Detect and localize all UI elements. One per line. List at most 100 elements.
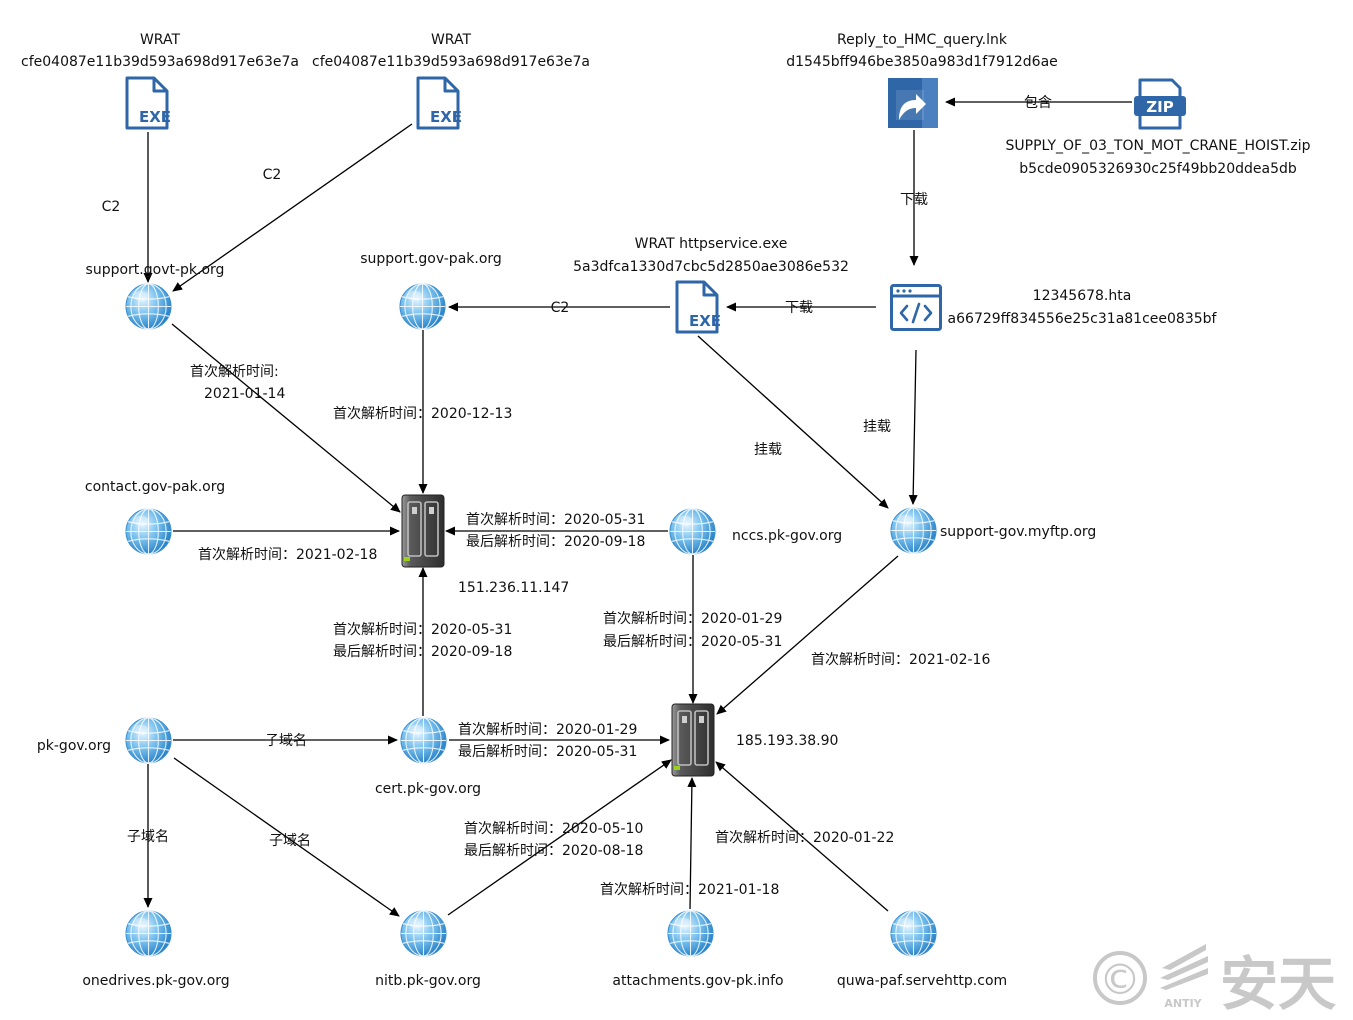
node-lnk-hash: d1545bff946be3850a983d1f7912d6ae bbox=[786, 54, 1058, 70]
node-lnk[interactable]: Reply_to_HMC_query.lnk d1545bff946be3850… bbox=[786, 32, 1058, 128]
globe-icon bbox=[890, 910, 937, 957]
node-attachments[interactable]: attachments.gov-pk.info bbox=[612, 910, 784, 989]
edge-label-zip-contains: 包含 bbox=[1024, 95, 1052, 111]
edge-label-hta-download: 下载 bbox=[785, 300, 813, 316]
edge-attachments-to-ip2 bbox=[687, 777, 697, 910]
edge-label-cert-ip1-last: 最后解析时间：2020-09-18 bbox=[333, 644, 512, 660]
node-httpservice[interactable]: WRAT httpservice.exe 5a3dfca1330d7cbc5d2… bbox=[573, 236, 849, 334]
edge-label-nccs-ip1-first: 首次解析时间：2020-05-31 bbox=[466, 512, 645, 528]
node-lnk-name: Reply_to_HMC_query.lnk bbox=[837, 32, 1008, 48]
node-hta-hash: a66729ff834556e25c31a81cee0835bf bbox=[948, 311, 1218, 327]
edge-label-attach-first: 首次解析时间：2021-01-18 bbox=[600, 882, 779, 898]
node-cert-name: cert.pk-gov.org bbox=[375, 781, 481, 797]
node-quwa-name: quwa-paf.servehttp.com bbox=[837, 973, 1007, 989]
node-hta[interactable]: 12345678.hta a66729ff834556e25c31a81cee0… bbox=[890, 284, 1218, 331]
node-pkgov[interactable]: pk-gov.org bbox=[37, 717, 172, 764]
node-nitb[interactable]: nitb.pk-gov.org bbox=[375, 910, 481, 989]
node-support-gov-pak-name: support.gov-pak.org bbox=[360, 251, 502, 267]
server-icon bbox=[401, 494, 445, 568]
node-quwa[interactable]: quwa-paf.servehttp.com bbox=[837, 910, 1007, 989]
node-wrat-1[interactable]: WRAT cfe04087e11b39d593a698d917e63e7a EX… bbox=[21, 32, 299, 130]
exe-file-icon: EXE bbox=[416, 76, 462, 130]
edges-group bbox=[143, 97, 1132, 917]
svg-text:ZIP: ZIP bbox=[1146, 98, 1173, 116]
shortcut-icon bbox=[888, 78, 938, 128]
node-httpservice-name: WRAT httpservice.exe bbox=[635, 236, 788, 252]
node-nitb-name: nitb.pk-gov.org bbox=[375, 973, 481, 989]
node-support-myftp[interactable]: support-gov.myftp.org bbox=[890, 507, 1096, 554]
node-ip-185-193-38-90[interactable]: 185.193.38.90 bbox=[671, 703, 838, 777]
node-support-gov-pak[interactable]: support.gov-pak.org bbox=[360, 251, 502, 330]
node-support-myftp-name: support-gov.myftp.org bbox=[940, 524, 1096, 540]
edge-label-nccs-ip2-first: 首次解析时间：2020-01-29 bbox=[603, 611, 782, 627]
edge-label-lnk-download: 下载 bbox=[900, 192, 928, 208]
svg-text:EXE: EXE bbox=[689, 312, 721, 330]
node-ip2-name: 185.193.38.90 bbox=[736, 733, 838, 749]
copyright-symbol: © bbox=[1099, 955, 1141, 1004]
globe-icon bbox=[669, 508, 716, 555]
node-zip-name: SUPPLY_OF_03_TON_MOT_CRANE_HOIST.zip bbox=[1006, 138, 1311, 154]
edge-label-pkgov-nitb-sub: 子域名 bbox=[269, 833, 311, 849]
globe-icon bbox=[400, 717, 447, 764]
edge-httpservice-mount-myftp bbox=[697, 335, 889, 509]
globe-icon bbox=[125, 910, 172, 957]
edge-nitb-to-ip2 bbox=[447, 759, 672, 916]
node-contact-gov-pak[interactable]: contact.gov-pak.org bbox=[85, 479, 225, 555]
edge-label-nitb-last: 最后解析时间：2020-08-18 bbox=[464, 843, 643, 859]
exe-file-icon: EXE bbox=[125, 76, 171, 130]
svg-text:EXE: EXE bbox=[139, 108, 171, 126]
edge-label-http-mount: 挂载 bbox=[754, 442, 782, 458]
edge-label-contact-first: 首次解析时间：2021-02-18 bbox=[198, 547, 377, 563]
edge-label-pkgov-cert-sub: 子域名 bbox=[265, 733, 307, 749]
antiy-brand-cn: 安天 bbox=[1220, 950, 1336, 1018]
node-zip-hash: b5cde0905326930c25f49bb20ddea5db bbox=[1019, 161, 1297, 177]
node-wrat-2[interactable]: WRAT cfe04087e11b39d593a698d917e63e7a EX… bbox=[312, 32, 590, 130]
node-pkgov-name: pk-gov.org bbox=[37, 738, 111, 754]
antiy-brand-en: ANTIY bbox=[1164, 997, 1202, 1010]
node-onedrives-name: onedrives.pk-gov.org bbox=[82, 973, 229, 989]
node-cert[interactable]: cert.pk-gov.org bbox=[375, 717, 481, 797]
node-hta-name: 12345678.hta bbox=[1033, 288, 1132, 304]
edge-wrat2-to-support-govt-pk bbox=[172, 123, 413, 292]
node-wrat-2-name: WRAT bbox=[431, 32, 471, 48]
node-support-govt-pk-name: support.govt-pk.org bbox=[86, 262, 225, 278]
globe-icon bbox=[125, 717, 172, 764]
edge-support-govt-pk-to-ip1 bbox=[171, 323, 401, 513]
node-contact-gov-pak-name: contact.gov-pak.org bbox=[85, 479, 225, 495]
edge-label-quwa-first: 首次解析时间：2020-01-22 bbox=[715, 830, 894, 846]
node-ip1-name: 151.236.11.147 bbox=[458, 580, 569, 596]
edge-label-nccs-ip2-last: 最后解析时间：2020-05-31 bbox=[603, 634, 782, 650]
node-support-govt-pk[interactable]: support.govt-pk.org bbox=[86, 262, 225, 330]
antiy-watermark: © ANTIY 安天 bbox=[1093, 944, 1336, 1018]
globe-icon bbox=[125, 283, 172, 330]
globe-icon bbox=[400, 910, 447, 957]
edge-label-cert-ip2-first: 首次解析时间：2020-01-29 bbox=[458, 722, 637, 738]
node-httpservice-hash: 5a3dfca1330d7cbc5d2850ae3086e532 bbox=[573, 259, 849, 275]
edge-label-cert-ip1-first: 首次解析时间：2020-05-31 bbox=[333, 622, 512, 638]
svg-text:EXE: EXE bbox=[430, 108, 462, 126]
node-wrat-2-hash: cfe04087e11b39d593a698d917e63e7a bbox=[312, 54, 590, 70]
edge-labels-group: C2 C2 包含 下载 下载 C2 挂载 挂载 首次解析时间: 2021-01-… bbox=[102, 95, 1052, 898]
edge-myftp-to-ip2 bbox=[716, 555, 899, 715]
globe-icon bbox=[667, 910, 714, 957]
edge-label-wrat1-c2: C2 bbox=[102, 199, 121, 215]
node-wrat-1-hash: cfe04087e11b39d593a698d917e63e7a bbox=[21, 54, 299, 70]
edge-label-govtpk-first-line2: 2021-01-14 bbox=[204, 386, 285, 402]
node-nccs-name: nccs.pk-gov.org bbox=[732, 528, 842, 544]
edge-label-pkgov-onedrives-sub: 子域名 bbox=[127, 829, 169, 845]
copyright-circle bbox=[1093, 951, 1147, 1005]
edge-label-govtpk-first-line1: 首次解析时间: bbox=[190, 364, 279, 380]
globe-icon bbox=[125, 508, 172, 555]
edge-label-nccs-ip1-last: 最后解析时间：2020-09-18 bbox=[466, 534, 645, 550]
edge-pkgov-subdomain-nitb bbox=[173, 757, 400, 917]
edge-label-myftp-first: 首次解析时间：2021-02-16 bbox=[811, 652, 990, 668]
edge-label-http-c2: C2 bbox=[551, 300, 570, 316]
zip-file-icon: ZIP bbox=[1134, 78, 1186, 130]
node-zip[interactable]: ZIP SUPPLY_OF_03_TON_MOT_CRANE_HOIST.zip… bbox=[1006, 78, 1311, 177]
server-icon bbox=[671, 703, 715, 777]
node-nccs[interactable]: nccs.pk-gov.org bbox=[669, 508, 842, 555]
node-ip-151-236-11-147[interactable]: 151.236.11.147 bbox=[401, 494, 569, 596]
node-onedrives[interactable]: onedrives.pk-gov.org bbox=[82, 910, 230, 989]
edge-label-govpak-first: 首次解析时间：2020-12-13 bbox=[333, 406, 512, 422]
